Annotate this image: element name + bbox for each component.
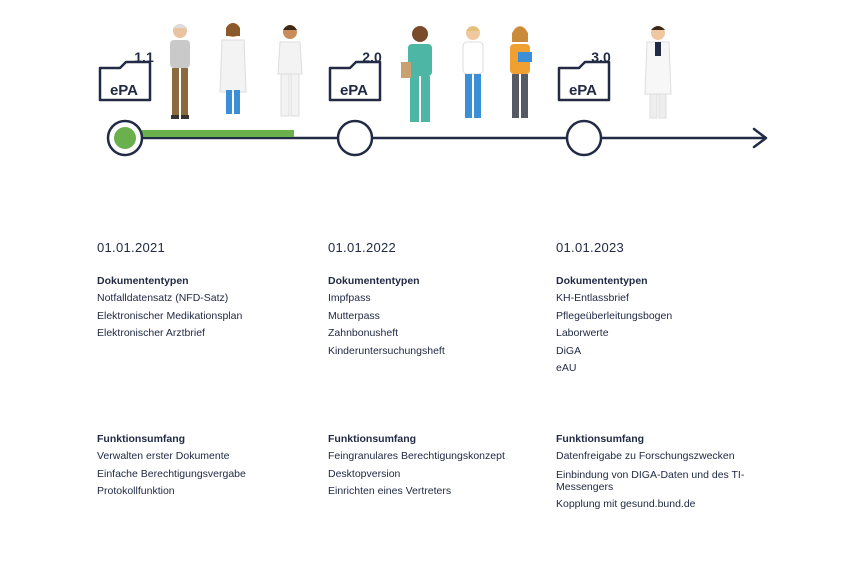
list-item: Einrichten eines Vertreters: [328, 485, 452, 497]
list-item: Elektronischer Medikationsplan: [97, 309, 243, 322]
epa-folder-icon-3: ePA 3.0: [557, 49, 611, 102]
person-male-doctor-icon: [644, 26, 672, 119]
timeline-arrow-icon: [752, 127, 768, 149]
progress-bar: [142, 130, 294, 137]
person-woman-with-document-icon: [510, 26, 532, 118]
version-number-2: 2.0: [362, 49, 382, 65]
list-item: Desktopversion: [328, 467, 401, 480]
list-item: Laborwerte: [556, 327, 609, 339]
milestone-node-3: [565, 119, 603, 157]
folder-badge-label-3: ePA: [569, 82, 597, 99]
function-scope-list: Verwalten erster Dokumente Einfache Bere…: [97, 448, 327, 501]
release-date: 01.01.2022: [328, 240, 397, 255]
function-scope-heading: Funktionsumfang: [556, 433, 645, 445]
version-number-3: 3.0: [591, 49, 611, 65]
list-item: Verwalten erster Dokumente: [97, 450, 230, 462]
function-scope-list: Datenfreigabe zu Forschungszwecken Einbi…: [556, 448, 786, 513]
function-scope-block: Funktionsumfang Datenfreigabe zu Forschu…: [556, 433, 786, 513]
release-date: 01.01.2021: [97, 240, 166, 255]
list-item: Datenfreigabe zu Forschungszwecken: [556, 450, 735, 462]
list-item: Kopplung mit gesund.bund.de: [556, 497, 696, 510]
function-scope-list: Feingranulares Berechtigungskonzept Desk…: [328, 448, 558, 501]
epa-folder-icon-1: ePA 1.1: [98, 49, 154, 102]
person-male-nurse-icon: [401, 26, 432, 122]
list-item: Elektronischer Arztbrief: [97, 327, 205, 339]
list-item: Einfache Berechtigungsvergabe: [97, 467, 246, 480]
list-item: Mutterpass: [328, 309, 380, 322]
list-item: Feingranulares Berechtigungskonzept: [328, 450, 505, 462]
function-scope-block: Funktionsumfang Verwalten erster Dokumen…: [97, 433, 327, 501]
folder-badge-label-2: ePA: [340, 82, 368, 99]
version-number-1: 1.1: [134, 49, 154, 65]
doc-types-list: Impfpass Mutterpass Zahnbonusheft Kinder…: [328, 290, 558, 360]
list-item: Protokollfunktion: [97, 485, 175, 497]
function-scope-heading: Funktionsumfang: [97, 433, 186, 445]
folder-badge-label-1: ePA: [110, 82, 138, 99]
doc-types-heading: Dokumententypen: [328, 275, 420, 287]
person-nurse-icon: [277, 25, 303, 117]
function-scope-heading: Funktionsumfang: [328, 433, 417, 445]
person-female-doctor-icon: [219, 23, 247, 114]
list-item: Notfalldatensatz (NFD-Satz): [97, 292, 229, 304]
list-item: Impfpass: [328, 292, 371, 304]
person-female-nurse-icon: [462, 26, 484, 118]
doc-types-list: KH-Entlassbrief Pflegeüberleitungsbogen …: [556, 290, 786, 378]
list-item: Zahnbonusheft: [328, 327, 399, 339]
doc-types-list: Notfalldatensatz (NFD-Satz) Elektronisch…: [97, 290, 327, 343]
epa-folder-icon-2: ePA 2.0: [328, 49, 382, 102]
person-elderly-man-icon: [170, 24, 190, 119]
list-item: KH-Entlassbrief: [556, 292, 629, 304]
timeline-graphic: ePA 1.1 ePA 2.0 ePA 3.0: [98, 23, 768, 157]
version-column-3: 01.01.2023 Dokumententypen KH-Entlassbri…: [556, 240, 786, 510]
release-date: 01.01.2023: [556, 240, 625, 255]
milestone-node-2: [336, 119, 374, 157]
version-column-2: 01.01.2022 Dokumententypen Impfpass Mutt…: [328, 240, 558, 497]
function-scope-block: Funktionsumfang Feingranulares Berechtig…: [328, 433, 558, 501]
list-item: Kinderuntersuchungsheft: [328, 344, 445, 357]
list-item: Einbindung von DIGA-Daten und des TI-Mes…: [556, 468, 745, 493]
doc-types-heading: Dokumententypen: [97, 275, 189, 287]
doc-types-heading: Dokumententypen: [556, 275, 648, 287]
list-item: Pflegeüberleitungsbogen: [556, 309, 673, 322]
version-column-1: 01.01.2021 Dokumententypen Notfalldatens…: [97, 240, 327, 497]
list-item: DiGA: [556, 344, 582, 357]
list-item: eAU: [556, 362, 577, 374]
milestone-node-1-active-dot: [114, 127, 136, 149]
